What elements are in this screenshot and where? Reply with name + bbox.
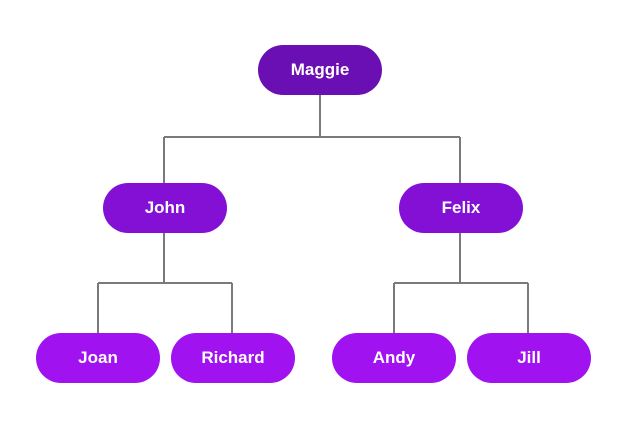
node-label-maggie: Maggie (290, 60, 350, 79)
node-label-john: John (144, 198, 186, 217)
node-richard: Richard (171, 333, 295, 383)
node-felix: Felix (399, 183, 523, 233)
node-label-felix: Felix (441, 198, 481, 217)
node-andy: Andy (332, 333, 456, 383)
node-maggie: Maggie (258, 45, 382, 95)
node-label-joan: Joan (78, 348, 118, 367)
node-john: John (103, 183, 227, 233)
node-label-jill: Jill (517, 348, 541, 367)
node-label-andy: Andy (372, 348, 416, 367)
node-joan: Joan (36, 333, 160, 383)
node-label-richard: Richard (201, 348, 265, 367)
node-jill: Jill (467, 333, 591, 383)
